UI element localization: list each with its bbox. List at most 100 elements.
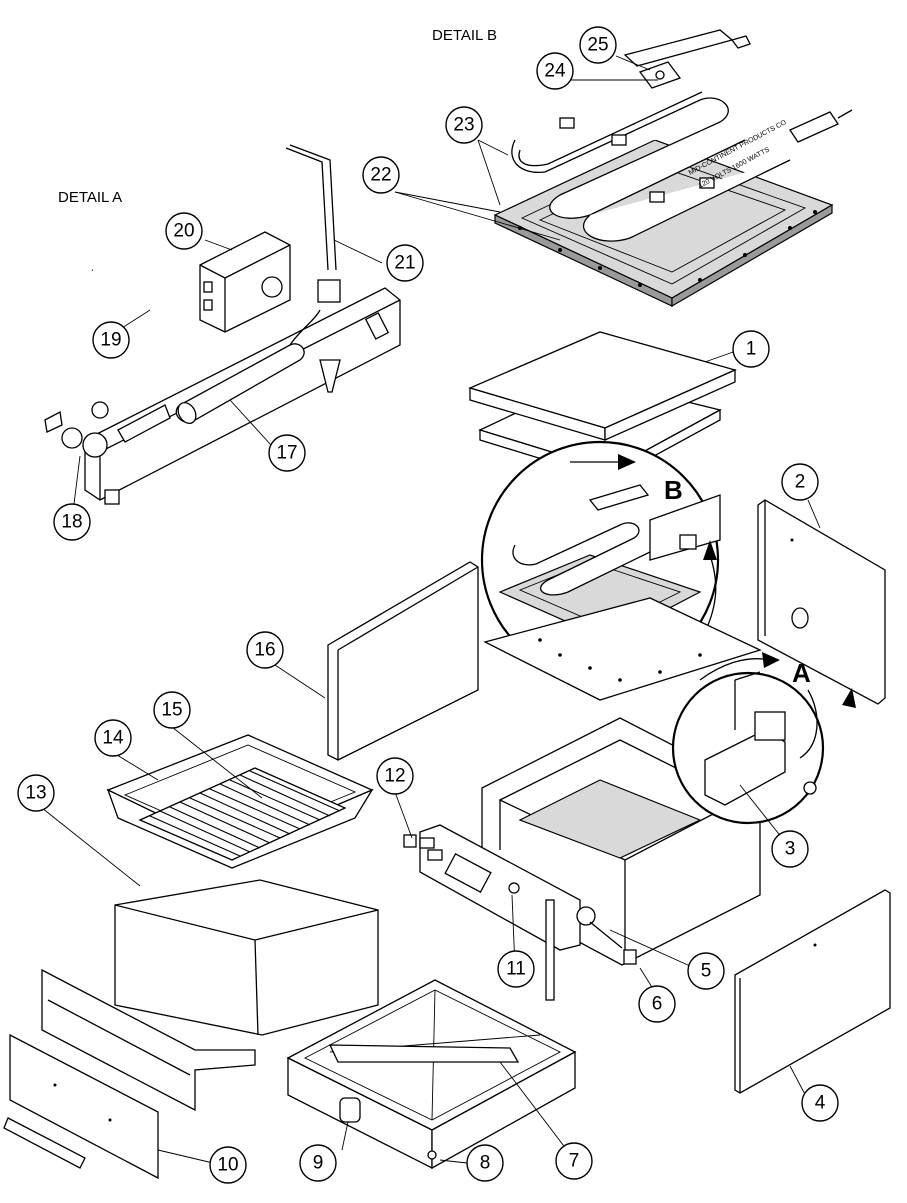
callout-11: 11: [497, 950, 535, 988]
left-side-panel-flange-top: [337, 566, 479, 651]
callout-3: 3: [771, 830, 809, 868]
detail-a-title: DETAIL A: [58, 189, 122, 206]
inset-b-fitting: [679, 534, 697, 550]
callout-22-label: 22: [370, 165, 391, 186]
detail-a-terminal: [203, 299, 213, 311]
drain-rod: [545, 899, 555, 1001]
callout-20: 20: [165, 212, 203, 250]
fastener: [508, 882, 520, 894]
detail-a-slot: [364, 312, 390, 340]
right-side-panel: [757, 499, 886, 705]
switch: [403, 834, 417, 848]
callout-21: 21: [386, 244, 424, 282]
detail-b-terminal-right: [789, 111, 839, 143]
detail-a-inset: A: [671, 652, 856, 825]
broiler-grid: [138, 767, 347, 861]
callout-6-label: 6: [652, 994, 663, 1015]
callout-17: 17: [268, 434, 306, 472]
callout-7: 7: [555, 1142, 593, 1180]
detail-b-title: DETAIL B: [432, 27, 497, 44]
drawer-box-edge: [254, 909, 379, 941]
grease-drawer-fastener: [427, 1150, 437, 1160]
detail-b-bracket: [649, 191, 665, 203]
inset-a-control-box: [754, 711, 786, 741]
drawer-front-panel: [9, 1033, 159, 1180]
drawer-box-edge: [114, 904, 256, 941]
callout-3-label: 3: [785, 839, 796, 860]
callout-2: 2: [781, 463, 819, 501]
detail-b-heating-element-tube-lower: [582, 159, 791, 242]
grease-drawer-inner: [304, 989, 561, 1121]
detail-a-curved-arrow: [799, 689, 818, 759]
drawer-liner-edge: [47, 999, 191, 1076]
detail-b-bracket: [559, 117, 575, 129]
left-side-panel-shape: [327, 561, 479, 761]
detail-a-terminal: [203, 281, 213, 293]
callout-13-label: 13: [25, 783, 46, 804]
drawer-box-shape: [114, 879, 379, 1036]
pedal-lever: [589, 921, 623, 949]
detail-b-curved-arrow-head: [703, 540, 717, 560]
detail-a-valve-stem: [91, 401, 109, 419]
detail-b-tube-highlight: [518, 91, 703, 167]
pedal-foot: [623, 949, 637, 965]
upper-top-plate-edge-side: [604, 368, 736, 442]
callout-2-label: 2: [795, 472, 806, 493]
cabinet-inner-floor: [518, 779, 702, 859]
detail-a-fitting: [317, 279, 341, 303]
detail-b-curved-arrow: [707, 554, 717, 626]
inset-a-valve: [803, 781, 817, 795]
detail-a-control-box-edge: [224, 244, 291, 279]
detail-a-curved-arrow-head: [842, 688, 856, 708]
callout-24: 24: [536, 52, 574, 90]
right-side-panel-shape: [757, 499, 886, 705]
callout-1-label: 1: [746, 339, 757, 360]
detail-a-mounting-bracket: [84, 287, 401, 501]
detail-a-burner-end: [177, 402, 197, 424]
left-side-panel: [327, 561, 479, 761]
inset-a-pipe-top: [734, 671, 761, 681]
detail-a-arrow-head: [762, 652, 780, 668]
callout-8-label: 8: [480, 1153, 491, 1174]
detail-a-marker: A: [792, 658, 811, 688]
pedal-ball: [576, 906, 596, 926]
callout-10-label: 10: [217, 1155, 238, 1176]
callout-23: 23: [445, 106, 483, 144]
callout-22: 22: [362, 156, 400, 194]
panel-hole: [108, 1118, 112, 1122]
detail-b-assembly: MID-CONTINENT PRODUCTS CO 120 VOLTS 1600…: [493, 29, 853, 308]
callout-15: 15: [153, 691, 191, 729]
callout-1: 1: [732, 330, 770, 368]
callout-19: 19: [92, 321, 130, 359]
callout-24-label: 24: [544, 61, 566, 82]
callout-21-label: 21: [394, 253, 415, 274]
drawer-liner: [41, 968, 256, 1112]
front-right-panel-shape: [734, 889, 891, 1094]
detail-a-orifice: [319, 359, 341, 393]
detail-b-bolt-holes: [518, 210, 817, 287]
callout-6: 6: [638, 985, 676, 1023]
drawer-box: [114, 879, 379, 1036]
detail-a-valve-knob: [61, 427, 83, 449]
detail-a-burner-tube: [175, 343, 305, 423]
grease-drawer-deflector: [328, 1044, 520, 1063]
grease-drawer: [286, 979, 577, 1170]
detail-b-lead-wire: [837, 109, 853, 119]
callout-9: 9: [299, 1144, 337, 1182]
detail-a-gas-pipe: [285, 147, 329, 271]
callout-17-label: 17: [276, 443, 297, 464]
panel-hole: [790, 538, 794, 542]
callout-18: 18: [53, 503, 91, 541]
detail-b-marker: B: [664, 475, 683, 505]
drawer-box-edge: [254, 939, 259, 1036]
callout-9-label: 9: [313, 1153, 324, 1174]
detail-b-elbow-fitting: [730, 35, 751, 49]
cabinet-top-plate-holes: [538, 638, 702, 682]
callout-13: 13: [17, 774, 55, 812]
callout-25: 25: [579, 26, 617, 64]
inset-b-element-tube: [512, 522, 651, 596]
front-right-panel: [734, 889, 891, 1094]
panel-hole: [813, 943, 817, 947]
callout-14-label: 14: [102, 728, 124, 749]
detail-a-foot: [104, 489, 120, 505]
